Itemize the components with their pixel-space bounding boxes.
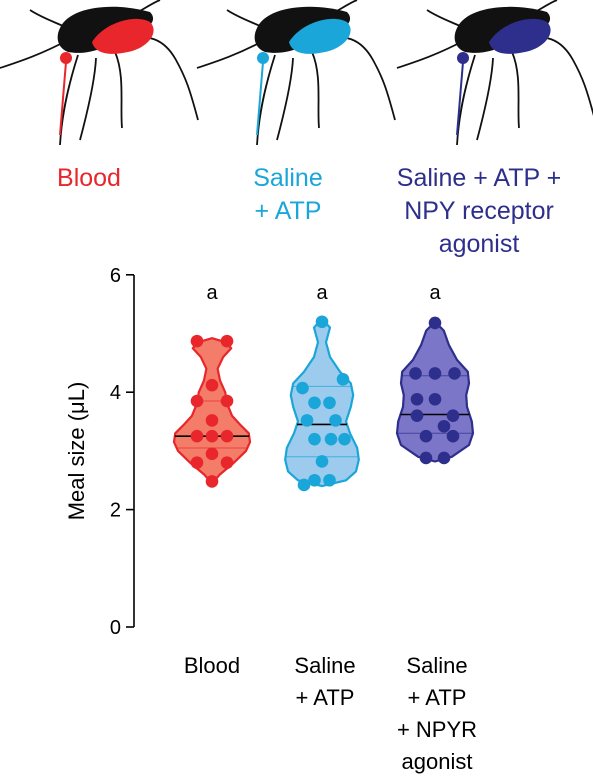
data-point	[409, 367, 422, 380]
y-tick-label: 0	[110, 617, 121, 639]
data-point	[205, 475, 219, 488]
mosquito-leg	[326, 36, 396, 121]
data-point	[410, 392, 424, 406]
data-point	[190, 429, 204, 443]
mosquito-head	[60, 52, 72, 64]
mosquito-head	[257, 52, 269, 64]
data-point	[428, 367, 442, 380]
mosquito-leg	[129, 36, 199, 121]
header-labels: Blood Saline + ATP Saline + ATP + NPY recept…	[57, 164, 561, 258]
data-point	[419, 451, 433, 465]
data-point	[220, 456, 234, 469]
data-point	[220, 334, 234, 348]
data-point	[205, 378, 219, 392]
mosquito-abdomen	[92, 18, 154, 54]
mosquito-proboscis	[256, 61, 264, 136]
data-point	[190, 334, 204, 348]
data-point	[297, 478, 311, 492]
violin-body	[172, 337, 252, 485]
y-tick-label: 4	[110, 382, 121, 404]
mosquito-leg	[276, 57, 294, 141]
mosquito-proboscis	[456, 61, 464, 136]
condition-label: Saline + ATP +	[397, 164, 561, 192]
data-point	[338, 432, 351, 446]
condition-label: Blood	[57, 164, 121, 192]
mosquito-abdomen	[289, 18, 351, 54]
y-tick-label: 2	[110, 500, 121, 522]
data-point	[190, 394, 204, 408]
data-point	[446, 429, 460, 443]
data-point	[205, 414, 219, 427]
data-point	[308, 396, 321, 410]
data-point	[205, 447, 219, 461]
mosquito-leg	[476, 57, 494, 141]
violin-body	[395, 320, 475, 463]
data-point	[220, 429, 234, 443]
x-category-label: Saline	[294, 653, 355, 678]
mosquito-leg	[79, 57, 97, 141]
x-category-label: + NPYR	[397, 717, 477, 742]
mosquito-leg	[114, 51, 123, 129]
mosquito-leg	[311, 51, 320, 129]
condition-label: Saline	[253, 164, 323, 192]
data-point	[300, 414, 314, 427]
data-point	[315, 455, 329, 468]
x-category-label: + ATP	[296, 685, 355, 710]
violins	[172, 315, 475, 492]
significance-letter: a	[429, 282, 441, 304]
violin-chart: 0 2 4 6 Meal size (μL) a a a Blood Saline + ATP…	[64, 265, 477, 774]
data-point	[336, 372, 350, 386]
mosquito-leg	[196, 39, 266, 69]
data-point	[220, 394, 234, 408]
x-category-label: Saline	[406, 653, 467, 678]
data-point	[437, 451, 451, 465]
mosquito-leg	[526, 36, 593, 117]
data-point	[190, 456, 204, 469]
data-point	[437, 419, 451, 433]
significance-letter: a	[206, 282, 218, 304]
data-point	[324, 432, 338, 446]
x-category-label: + ATP	[408, 685, 467, 710]
mosquito-proboscis	[59, 61, 67, 136]
data-point	[446, 409, 460, 422]
data-point	[448, 367, 461, 380]
y-axis-ticks: 0 2 4 6	[110, 265, 134, 639]
mosquito-leg	[396, 39, 466, 69]
data-point	[428, 392, 442, 406]
data-point	[205, 429, 219, 443]
condition-label: + ATP	[255, 197, 322, 225]
mosquito-illustrations	[0, 0, 593, 146]
data-point	[419, 429, 433, 443]
x-category-labels: Blood Saline + ATP Saline + ATP + NPYR agonist	[184, 653, 477, 774]
mosquito-head	[457, 52, 469, 64]
data-point	[296, 381, 309, 395]
data-point	[308, 432, 321, 446]
data-point	[315, 315, 329, 329]
data-point	[428, 316, 442, 330]
mosquito-abdomen	[489, 18, 551, 54]
y-tick-label: 6	[110, 265, 121, 287]
data-point	[308, 473, 321, 487]
mosquito-leg	[0, 39, 69, 69]
mosquito-icon	[396, 0, 593, 146]
y-axis-label: Meal size (μL)	[64, 382, 89, 521]
data-point	[323, 396, 336, 410]
violin-group-2	[284, 315, 360, 492]
mosquito-icon	[196, 0, 396, 146]
x-category-label: agonist	[402, 749, 473, 774]
mosquito-leg	[511, 51, 520, 129]
condition-label: agonist	[439, 230, 520, 258]
mosquito-icon	[0, 0, 199, 146]
data-point	[323, 473, 336, 487]
significance-letter: a	[316, 282, 328, 304]
violin-group-3	[395, 316, 475, 465]
violin-group-1	[172, 334, 252, 488]
condition-label: NPY receptor	[404, 197, 554, 225]
data-point	[329, 414, 342, 427]
x-category-label: Blood	[184, 653, 240, 678]
data-point	[410, 409, 424, 422]
